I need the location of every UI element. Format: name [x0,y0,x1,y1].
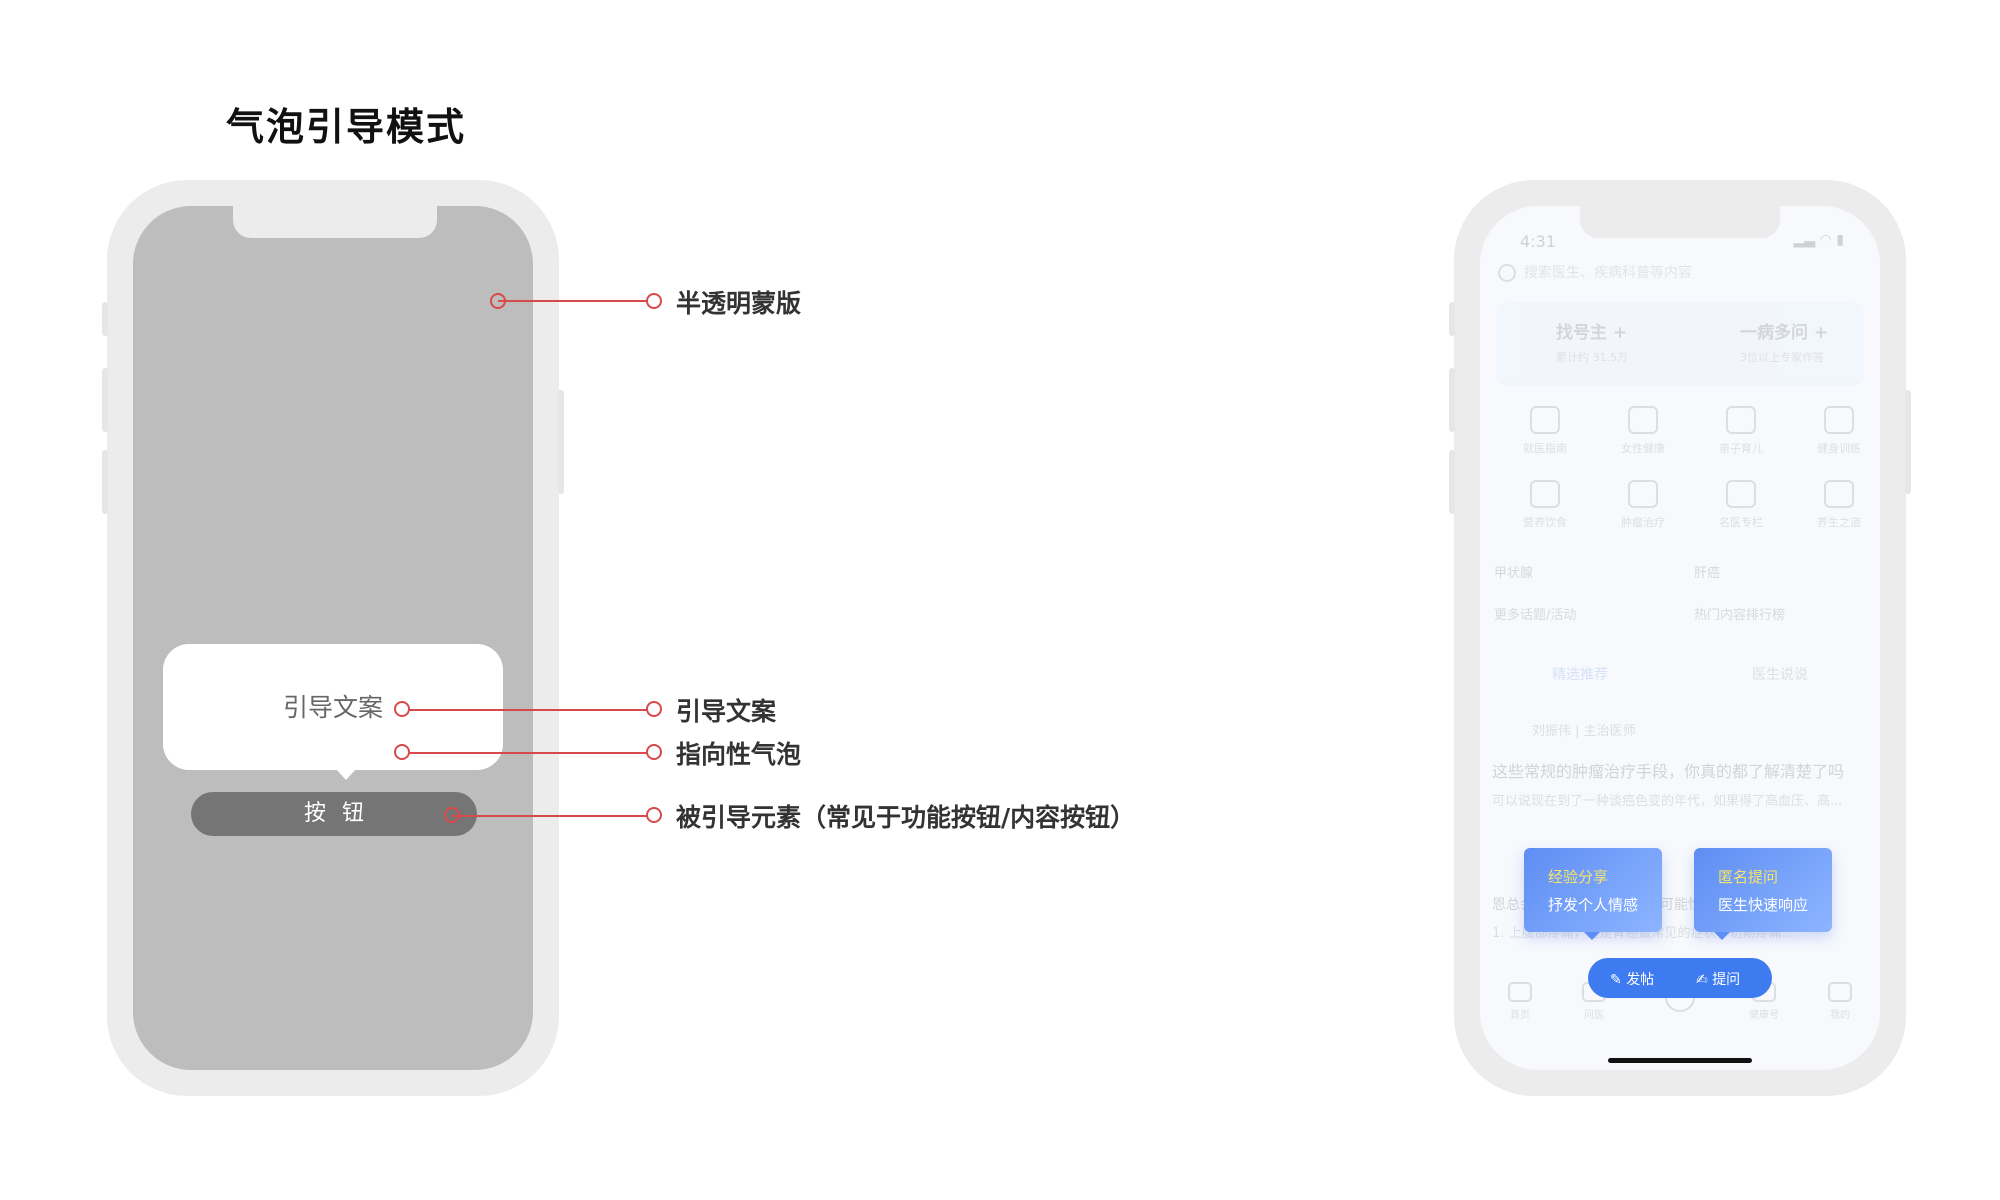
phone-side-button [102,302,108,336]
callout-line-text [402,709,656,711]
tab-doctor-talk[interactable]: 医生说说 [1752,667,1808,683]
phone-side-button [1449,302,1455,336]
grid-item[interactable]: 健身训练 [1794,406,1880,456]
topic-item[interactable]: 热门内容排行榜 [1694,608,1786,623]
home-icon [1508,982,1532,1002]
tip-title: 经验分享 [1548,868,1609,886]
card-multi-ask[interactable]: 一病多问 +3位以上专家作答 [1740,323,1829,364]
phone-power-button [1905,390,1911,494]
grid-item[interactable]: 肿瘤治疗 [1598,480,1688,530]
grid-item[interactable]: 亲子育儿 [1696,406,1786,456]
tab-recommend[interactable]: 精选推荐 [1552,667,1608,683]
grid-item[interactable]: 女性健康 [1598,406,1688,456]
bubble-guide-text: 引导文案 [282,693,383,722]
phone-notch [233,206,437,238]
phone-volume-down [102,450,108,514]
category-icon [1726,406,1756,434]
post-button[interactable]: ✎ 发帖 [1610,972,1655,988]
callout-dot [394,744,410,760]
feature-cards: 找号主 +累计约 31.5万 一病多问 +3位以上专家作答 [1496,302,1864,386]
search-icon [1498,264,1516,282]
wireframe-phone: 引导文案 按钮 [102,180,564,1096]
callout-label-mask: 半透明蒙版 [676,289,802,318]
callout-dot [444,807,460,823]
category-icon [1530,480,1560,508]
grid-item[interactable]: 名医专栏 [1696,480,1786,530]
post-title[interactable]: 这些常规的肿瘤治疗手段，你真的都了解清楚了吗 [1492,762,1845,781]
page-title: 气泡引导模式 [226,105,467,149]
post-author: 刘振伟 | 主治医师 [1532,724,1636,739]
callout-dot [646,293,662,309]
callout-dot [646,701,662,717]
phone-notch [1580,206,1780,238]
topic-item[interactable]: 更多话题/活动 [1494,608,1577,623]
tabbar-item[interactable]: 我的 [1810,982,1870,1021]
tabbar-item[interactable]: 首页 [1490,982,1550,1021]
example-screen: 4:31 ▂▃ ◠ ▮ 搜索医生、疾病科普等内容 找号主 +累计约 31.5万 … [1480,206,1880,1070]
callout-line-mask [498,300,656,302]
user-icon [1828,982,1852,1002]
callout-dot [646,744,662,760]
translucent-mask: 引导文案 按钮 [133,206,533,1070]
callout-label-bubble: 指向性气泡 [676,740,802,769]
card-find-doctor[interactable]: 找号主 +累计约 31.5万 [1556,323,1628,364]
tip-anonymous-ask[interactable]: 匿名提问 医生快速响应 [1694,848,1832,932]
ask-button[interactable]: ✍ 提问 [1696,972,1741,988]
post-ask-pill: ✎ 发帖 ✍ 提问 [1588,958,1772,998]
status-icons: ▂▃ ◠ ▮ [1793,232,1844,248]
tip-share-experience[interactable]: 经验分享 抒发个人情感 [1524,848,1662,932]
post-body: 可以说现在到了一种谈癌色变的年代，如果得了高血压、高... [1492,794,1843,809]
category-icon [1824,480,1854,508]
tip-pointer [1584,932,1600,940]
grid-item[interactable]: 营养饮食 [1500,480,1590,530]
callout-line-bubble [402,752,656,754]
grid-item[interactable]: 养生之道 [1794,480,1880,530]
phone-volume-up [102,368,108,432]
phone-power-button [558,390,564,494]
grid-item[interactable]: 就医指南 [1500,406,1590,456]
phone-volume-down [1449,450,1455,514]
category-icon [1824,406,1854,434]
callout-dot [490,293,506,309]
search-bar[interactable]: 搜索医生、疾病科普等内容 [1498,262,1862,294]
bubble-pointer [335,768,357,780]
topic-item[interactable]: 肝癌 [1694,566,1721,581]
callout-label-target: 被引导元素（常见于功能按钮/内容按钮） [676,803,1136,832]
callout-dot [394,701,410,717]
tip-title: 匿名提问 [1718,868,1779,886]
tip-subtitle: 抒发个人情感 [1548,896,1639,914]
tip-pointer [1714,932,1730,940]
guided-button[interactable]: 按钮 [191,792,477,836]
topic-item[interactable]: 甲状腺 [1494,566,1534,581]
guide-bubble: 引导文案 [163,644,503,770]
callout-label-guide-text: 引导文案 [676,697,777,726]
callout-line-target [452,815,656,817]
home-indicator [1608,1058,1752,1063]
category-icon [1726,480,1756,508]
phone-volume-up [1449,368,1455,432]
callout-dot [646,807,662,823]
example-phone: 4:31 ▂▃ ◠ ▮ 搜索医生、疾病科普等内容 找号主 +累计约 31.5万 … [1449,180,1911,1096]
category-icon [1628,480,1658,508]
status-time: 4:31 [1520,232,1556,251]
category-icon [1530,406,1560,434]
search-placeholder: 搜索医生、疾病科普等内容 [1524,265,1692,281]
category-icon [1628,406,1658,434]
tip-subtitle: 医生快速响应 [1718,896,1809,914]
